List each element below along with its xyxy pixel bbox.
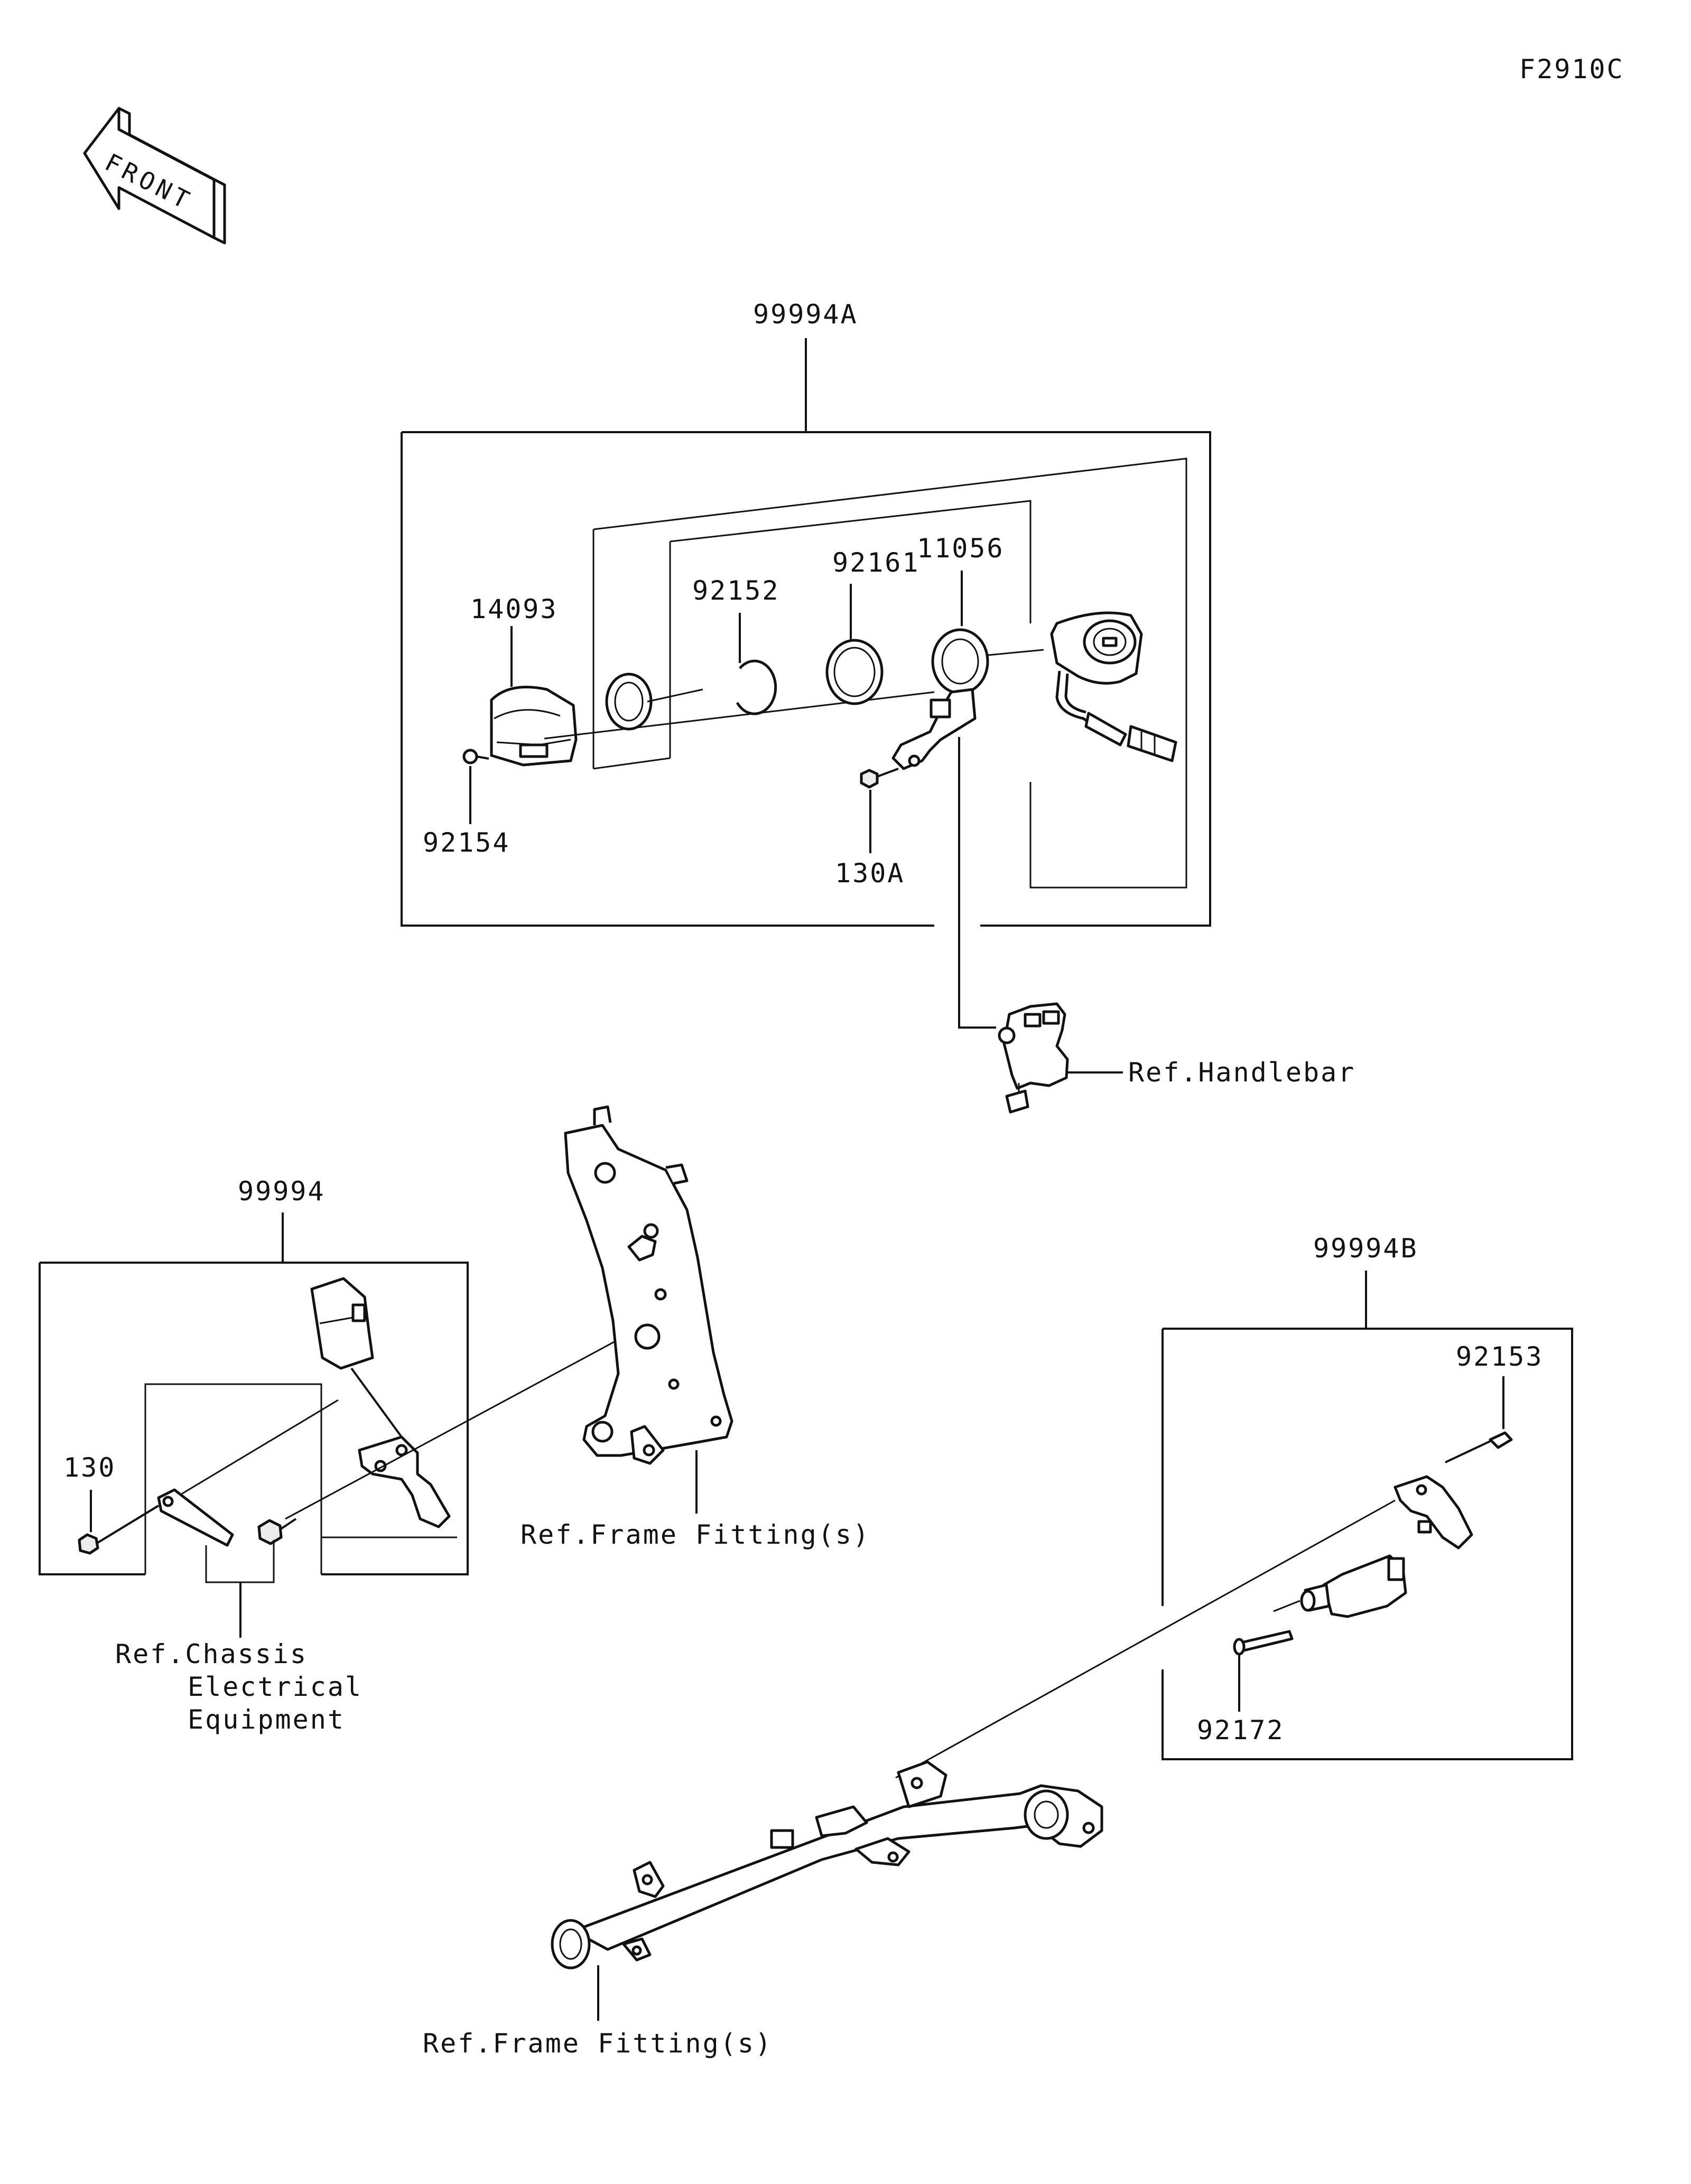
relay-connector <box>310 1277 403 1438</box>
part-label-92172: 92172 <box>1197 1715 1285 1746</box>
part-label-92152: 92152 <box>692 575 780 606</box>
strap-bolt <box>257 1518 297 1545</box>
bolt-130a <box>860 768 899 789</box>
part-label-14093: 14093 <box>470 594 558 624</box>
part-label-130a: 130A <box>835 858 905 889</box>
part-label-92153: 92153 <box>1456 1341 1544 1372</box>
frame-tube <box>551 1760 1103 1970</box>
assembly-label-99994a: 99994A <box>753 299 858 330</box>
frame-plate <box>564 1105 733 1465</box>
part-label-92154: 92154 <box>423 827 510 858</box>
clip-92152 <box>736 659 777 715</box>
diagram-id: F2910C <box>1519 54 1624 85</box>
accessory-socket <box>1050 611 1177 762</box>
screw-92154 <box>462 749 489 764</box>
washer-92161 <box>825 639 884 705</box>
assembly-label-99994b: 99994B <box>1313 1233 1418 1264</box>
sensor-bracket <box>1393 1475 1473 1550</box>
bolt-92172 <box>1233 1630 1294 1656</box>
ref-chassis-line2: Electrical <box>188 1672 363 1702</box>
sensor <box>1273 1554 1407 1618</box>
part-label-130: 130 <box>63 1452 116 1483</box>
assembly-label-99994: 99994 <box>238 1176 326 1207</box>
cover-14093 <box>490 686 578 767</box>
assembly-box-99994 <box>39 1262 469 1575</box>
ground-strap <box>157 1399 339 1547</box>
screw-92153 <box>1445 1431 1513 1463</box>
assembly-box-99994b <box>1162 1328 1573 1760</box>
ref-chassis-line3: Equipment <box>188 1704 345 1735</box>
ref-handlebar: Ref.Handlebar <box>1128 1057 1355 1088</box>
sleeve-ring <box>605 673 703 731</box>
part-label-92161: 92161 <box>832 547 920 578</box>
ref-frame-fitting-upper: Ref.Frame Fitting(s) <box>521 1519 870 1550</box>
ref-chassis-line1: Ref.Chassis <box>115 1639 308 1669</box>
mount-bracket <box>358 1435 451 1528</box>
bolt-130 <box>78 1505 160 1555</box>
bracket-11056 <box>891 628 1044 770</box>
handlebar-clamp <box>998 1002 1069 1114</box>
part-label-11056: 11056 <box>917 533 1005 564</box>
front-arrow-icon: FRONT <box>83 107 226 245</box>
ref-frame-fitting-lower: Ref.Frame Fitting(s) <box>423 2028 773 2059</box>
assembly-box-99994a <box>401 431 1211 927</box>
